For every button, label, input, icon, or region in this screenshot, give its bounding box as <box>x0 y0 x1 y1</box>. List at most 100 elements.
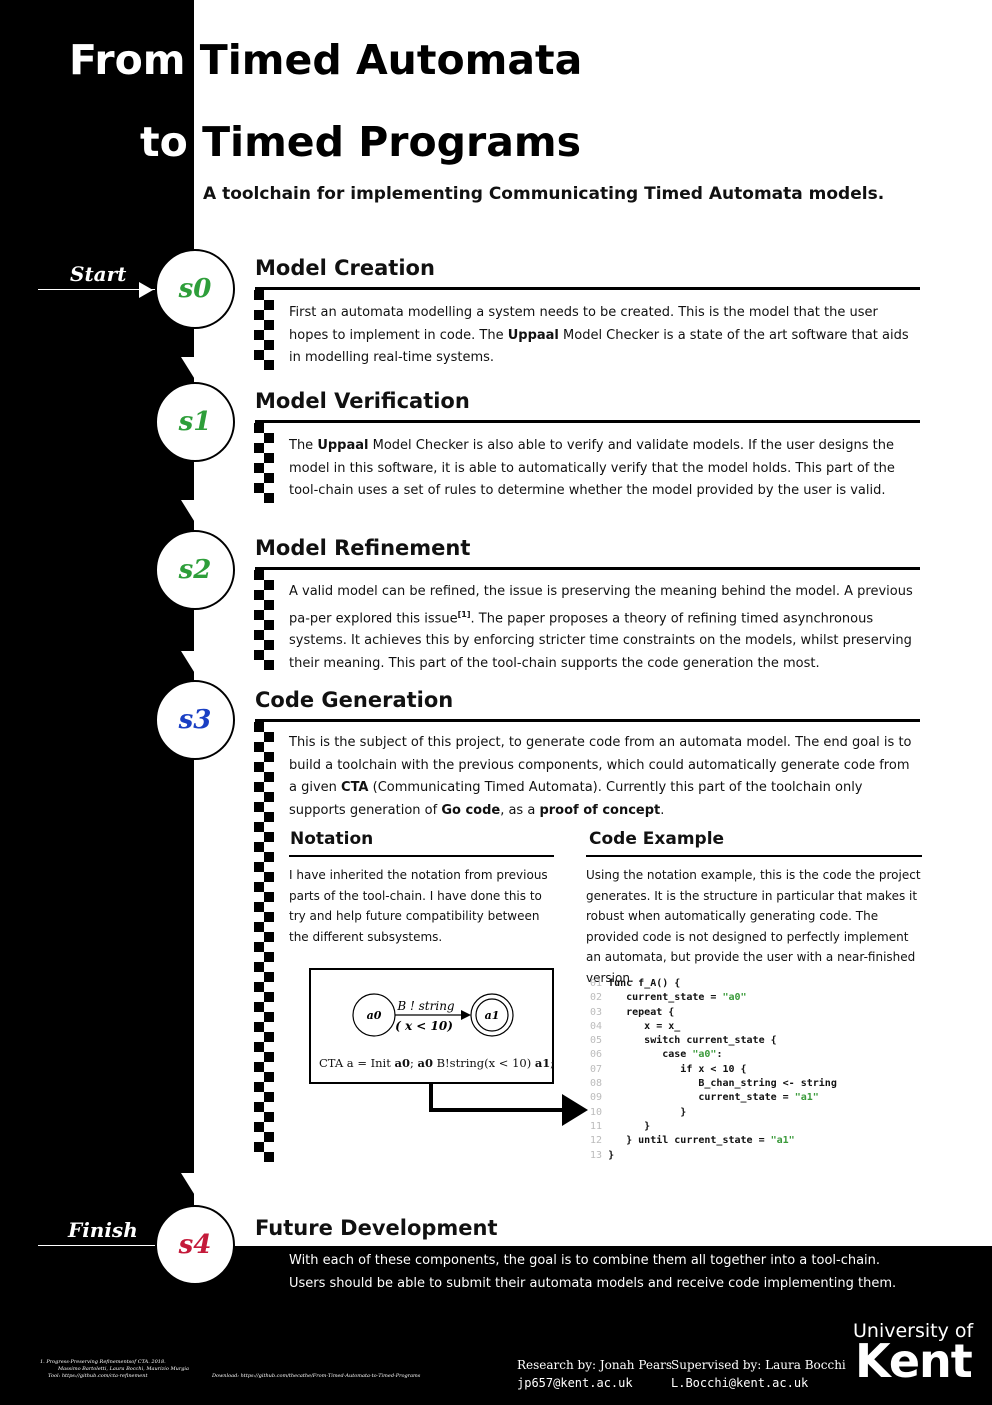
text-bold: proof of concept <box>539 802 661 818</box>
line-number: 06 <box>590 1049 609 1061</box>
arrow-down-icon <box>181 1173 211 1197</box>
checker-cell <box>254 1310 264 1320</box>
checker-cell <box>254 902 264 912</box>
checker-cell <box>254 842 264 852</box>
cta-text: ; <box>550 1056 555 1070</box>
line-number: 04 <box>590 1020 609 1032</box>
notation-diagram-box: a0 a1 B ! string ( x < 10) CTA a = Init … <box>309 968 554 1084</box>
section-rule <box>255 567 920 570</box>
section-text-model-refinement: A valid model can be refined, the issue … <box>289 581 919 675</box>
code-token: x < 10 { <box>692 1063 747 1075</box>
checker-cell <box>254 600 264 610</box>
checker-cell <box>264 772 274 782</box>
section-text-model-verification: The Uppaal Model Checker is also able to… <box>289 435 919 503</box>
checker-cell <box>264 650 274 660</box>
state-s0: s0 <box>155 249 235 329</box>
bottom-black-band <box>194 1246 992 1405</box>
checker-cell <box>264 493 274 503</box>
code-token: } <box>608 1120 651 1132</box>
checker-cell <box>264 1270 274 1280</box>
checker-cell <box>264 1052 274 1062</box>
checker-cell <box>264 1062 274 1072</box>
node-a0-label: a0 <box>367 1009 382 1022</box>
code-token: B_chan_string <- string <box>608 1078 837 1090</box>
checker-cell <box>254 443 264 453</box>
checker-cell <box>254 1132 264 1142</box>
code-token: current_state = <box>608 992 723 1004</box>
checker-cell <box>254 1032 264 1042</box>
checker-cell <box>264 570 274 580</box>
research-email[interactable]: jp657@kent.ac.uk <box>517 1376 633 1390</box>
code-line: 11 } <box>590 1120 837 1134</box>
connector-line-horizontal <box>429 1108 565 1112</box>
text-bold: Uppaal <box>507 327 559 343</box>
checker-cell <box>264 433 274 443</box>
line-number: 02 <box>590 992 609 1004</box>
section-text-future-development: With each of these components, the goal … <box>289 1253 897 1291</box>
checker-cell <box>264 1320 274 1330</box>
cta-state: a1 <box>534 1056 551 1070</box>
arrow-down-icon <box>181 357 211 381</box>
checker-cell <box>264 862 274 872</box>
section-heading-model-refinement: Model Refinement <box>255 536 471 560</box>
cta-expression: CTA a = Init a0; a0 B!string(x < 10) a1; <box>319 1056 554 1070</box>
checker-cell <box>254 892 264 902</box>
section-heading-future-development: Future Development <box>255 1216 498 1240</box>
checker-cell <box>254 473 264 483</box>
checker-cell <box>264 620 274 630</box>
checker-cell <box>264 802 274 812</box>
supervisor-email[interactable]: L.Bocchi@kent.ac.uk <box>671 1376 809 1390</box>
checker-cell <box>254 802 264 812</box>
line-number: 01 <box>590 978 609 989</box>
checker-cell <box>264 752 274 762</box>
checker-cell <box>264 1142 274 1152</box>
checker-cell <box>254 862 264 872</box>
checker-cell <box>254 310 264 320</box>
checker-cell <box>254 1290 264 1300</box>
checker-cell <box>264 1032 274 1042</box>
download-link[interactable]: Download: https://github.com/thecathe/Fr… <box>212 1373 421 1379</box>
checker-cell <box>264 423 274 433</box>
checker-cell <box>254 932 264 942</box>
reference-marker: [1] <box>457 609 471 619</box>
title-line-1: From Timed Automata <box>69 36 582 84</box>
code-line: 10 } <box>590 1106 837 1120</box>
checker-cell <box>264 600 274 610</box>
checker-cell <box>254 1270 264 1280</box>
checker-cell <box>254 872 264 882</box>
flow-line <box>194 462 197 510</box>
checker-cell <box>254 1022 264 1032</box>
connector-line-vertical <box>429 1084 433 1110</box>
text-part: . <box>660 802 665 818</box>
checker-cell <box>264 443 274 453</box>
checker-cell <box>254 350 264 360</box>
checker-cell <box>264 483 274 493</box>
checker-cell <box>264 350 274 360</box>
checker-cell <box>254 640 264 650</box>
code-line: 03 repeat { <box>590 1006 837 1020</box>
checker-cell <box>254 620 264 630</box>
text-part: Model Checker is also able to verify and… <box>289 438 895 498</box>
checker-cell <box>264 1250 274 1260</box>
checker-cell <box>264 832 274 842</box>
checker-cell <box>264 640 274 650</box>
checker-cell <box>264 453 274 463</box>
checker-cell <box>264 892 274 902</box>
text-part: A valid model can be refined, the issue … <box>289 584 913 626</box>
checker-cell <box>264 340 274 350</box>
arrow-down-icon <box>181 651 211 675</box>
checker-pattern <box>254 290 274 370</box>
state-s1-label: s1 <box>178 407 212 437</box>
finish-line <box>38 1245 158 1246</box>
checker-cell <box>264 310 274 320</box>
checker-cell <box>254 463 264 473</box>
checker-cell <box>264 782 274 792</box>
checker-cell <box>254 922 264 932</box>
code-line: 01 func f_A() { <box>590 977 837 991</box>
checker-cell <box>254 290 264 300</box>
title-word-from: From <box>69 36 186 84</box>
line-number: 05 <box>590 1035 609 1047</box>
checker-cell <box>254 1300 264 1310</box>
code-example-text: Using the notation example, this is the … <box>586 868 921 985</box>
code-token: case <box>608 1049 687 1061</box>
